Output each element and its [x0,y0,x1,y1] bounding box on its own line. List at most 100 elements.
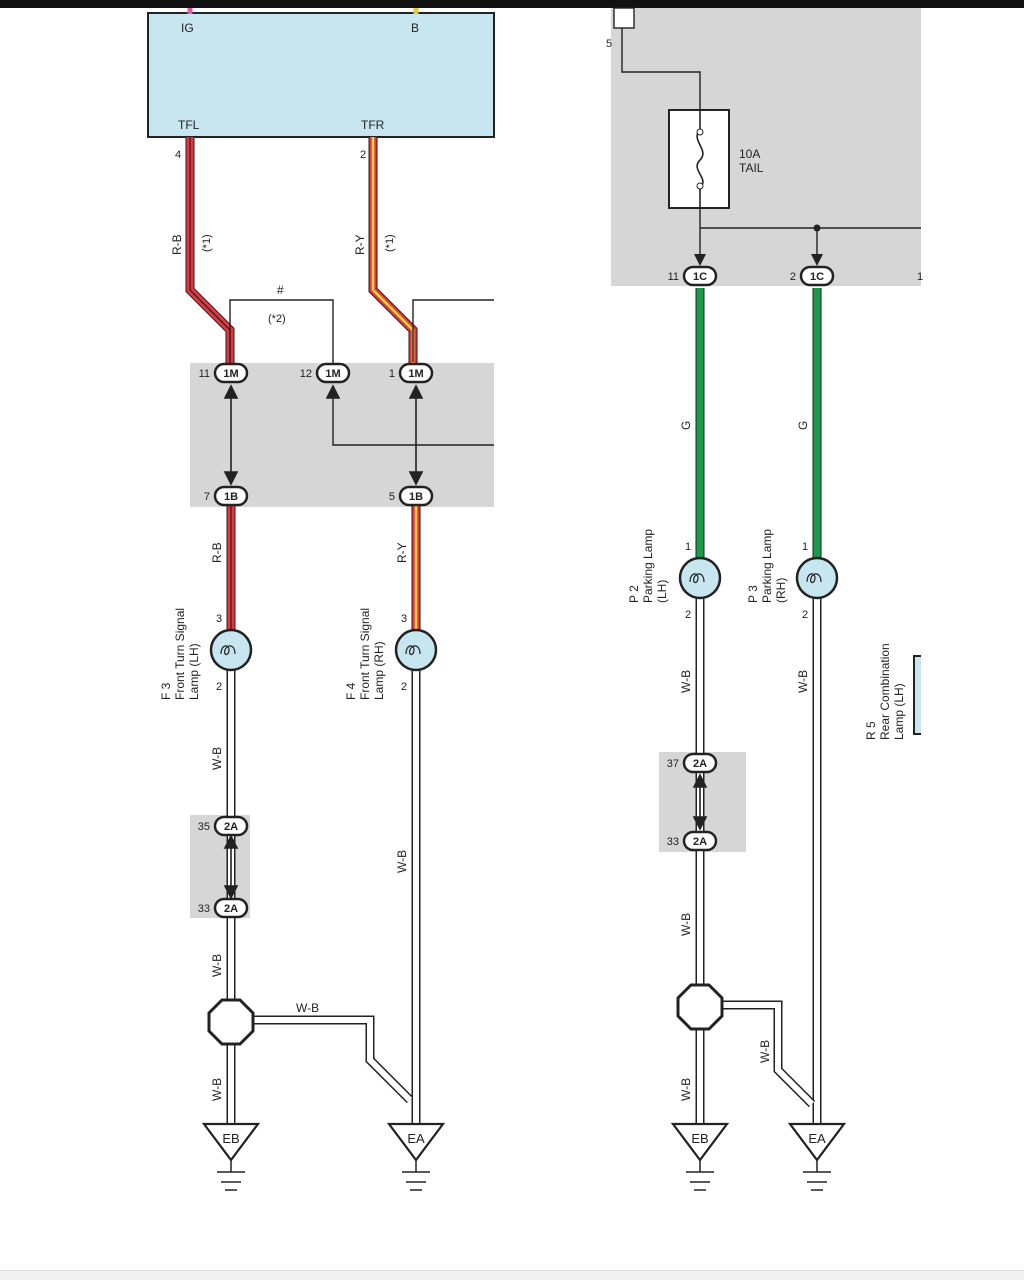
svg-text:Front Turn Signal: Front Turn Signal [358,608,372,700]
signal-flasher-module [147,12,495,138]
connector-pin: 1 [389,368,395,380]
svg-text:(LH): (LH) [655,580,669,603]
label-f4: F 4 Front Turn Signal Lamp (RH) [344,608,386,700]
wire-label-w-b-6: W-B [679,670,693,693]
wire-label-r-y-top: R-Y [353,234,367,255]
wire-label-r-y-mid: R-Y [395,542,409,563]
p2-pin-top: 1 [685,541,691,553]
f3-pin-bottom: 2 [216,681,222,693]
svg-text:Rear Combination: Rear Combination [878,643,892,740]
ground-label: EA [808,1131,826,1146]
connector-c-1c-11: 1C 11 [668,265,718,287]
ground-eb: EB [201,1122,261,1191]
connector-c-2a-33r: 2A 33 [667,830,718,852]
bottom-bar [0,1270,1024,1280]
note-1-right: (*1) [384,234,396,252]
ground-label: EB [691,1131,708,1146]
ground-ea: EA [787,1122,847,1191]
lamp-p2 [678,556,722,600]
wire-label-w-b-9: W-B [679,1078,693,1101]
ground-label: EA [407,1131,425,1146]
connector-pin: 35 [198,821,210,833]
pin-ig-label: IG [181,21,194,35]
svg-text:Front Turn Signal: Front Turn Signal [173,608,187,700]
svg-text:P 2: P 2 [627,585,641,603]
connector-id: 2A [224,903,238,915]
note-2-label: (*2) [268,313,286,325]
label-r5: R 5 Rear Combination Lamp (LH) [864,643,906,740]
connector-c-1b-7: 1B 7 [204,485,249,507]
lamp-f4 [394,628,438,672]
f3-pin-top: 3 [216,613,222,625]
relay-block-area [611,8,921,286]
pin-b-label: B [411,21,419,35]
ground-ea: EA [386,1122,446,1191]
connector-pin-partial: 1 [917,271,923,283]
wire-w-b-left [226,670,421,1130]
svg-text:Lamp (LH): Lamp (LH) [892,683,906,740]
connector-c-2a-37: 2A 37 [667,752,718,774]
wire-label-w-b-4: W-B [395,850,409,873]
wire-label-w-b-2: W-B [210,954,224,977]
connector-id: 1C [693,271,707,283]
junction-arrows [223,384,424,486]
label-p3: P 3 Parking Lamp (RH) [746,529,788,603]
junction-2a-right-arrows [692,773,708,831]
connector-c-1m-1: 1M 1 [389,362,434,384]
p3-pin-bottom: 2 [802,609,808,621]
ground-eb: EB [670,1122,730,1191]
wire-label-r-b-mid: R-B [210,542,224,563]
relay-pin-partial: 5 [606,38,612,50]
connector-c-1c-2: 1C 2 [790,265,835,287]
wire-label-g-left: G [679,421,693,430]
ground-label: EB [222,1131,239,1146]
connector-pin: 11 [668,271,679,283]
connector-pin: 33 [667,836,679,848]
wire-label-w-b-5: W-B [296,1001,319,1015]
wire-g [695,288,822,560]
connector-id: 1C [810,271,824,283]
f4-pin-top: 3 [401,613,407,625]
f4-pin-bottom: 2 [401,681,407,693]
wire-w-b-right [695,598,822,1130]
label-p2: P 2 Parking Lamp (LH) [627,529,669,603]
wire-label-w-b-10: W-B [758,1040,772,1063]
junction-dot [813,224,821,232]
lamp-r5-partial [913,655,921,735]
p3-pin-top: 1 [802,541,808,553]
connector-id: 1M [408,368,423,380]
pin-tfl-number: 4 [175,149,181,161]
svg-text:Lamp (RH): Lamp (RH) [372,641,386,700]
junction-block-area [190,363,494,507]
connector-pin: 37 [667,758,679,770]
connector-pin: 11 [199,368,210,380]
connector-c-1b-5: 1B5 [389,485,434,507]
note-1-left: (*1) [201,234,213,252]
connector-pin: 33 [198,903,210,915]
svg-text:Lamp (LH): Lamp (LH) [187,643,201,700]
connector-id: 1M [223,368,238,380]
pin-tfr-label: TFR [361,118,385,132]
wire-label-w-b-7: W-B [796,670,810,693]
svg-text:(RH): (RH) [774,578,788,603]
hash-label: # [277,283,284,297]
connector-pin: 7 [204,491,210,503]
fuse-rating: 10A [739,147,760,161]
svg-text:Parking Lamp: Parking Lamp [641,529,655,603]
connector-id: 2A [693,836,707,848]
splice-point-left [207,998,255,1046]
junction-2a-left-arrows [223,834,239,900]
splice-point-right [676,983,724,1031]
label-f3: F 3 Front Turn Signal Lamp (LH) [159,608,201,700]
connector-id: 1B [224,491,238,503]
lamp-f3 [209,628,253,672]
fuse-name: TAIL [739,161,764,175]
lamp-p3 [795,556,839,600]
connector-c-2a-33l: 2A 33 [198,897,249,919]
connector-pin: 2 [790,271,796,283]
connector-id: 2A [693,758,707,770]
jumper-2 [229,299,494,446]
